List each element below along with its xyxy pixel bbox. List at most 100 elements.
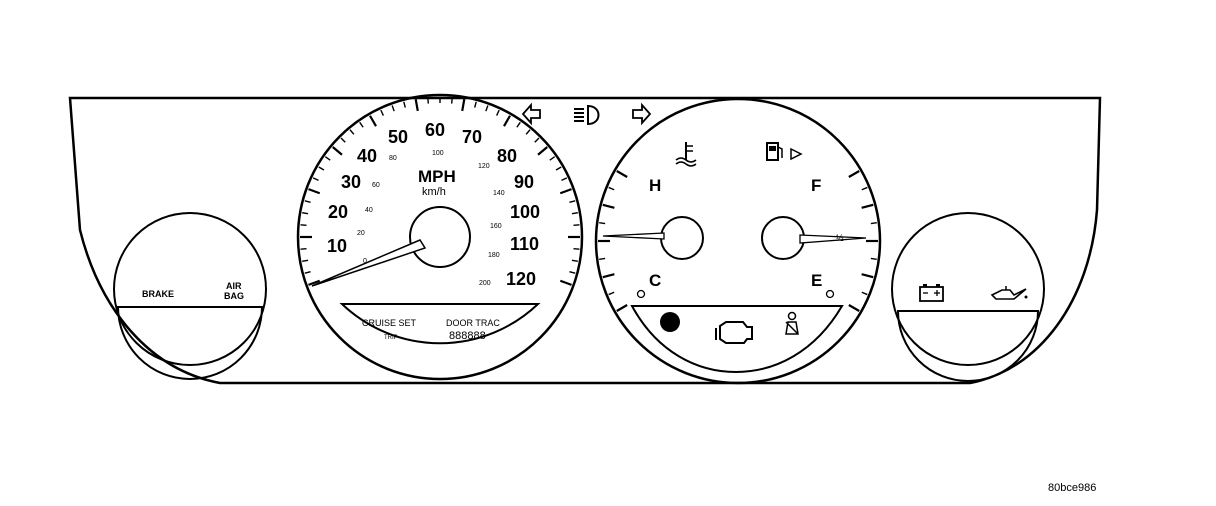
fuel-tick <box>861 273 874 279</box>
fuel-pump-icon <box>766 142 803 161</box>
warning-lamp-dot <box>660 312 680 332</box>
speedometer-tick <box>308 279 321 286</box>
temp-cold-label: C <box>649 271 661 290</box>
kmh-label-40: 40 <box>365 207 373 214</box>
speedometer-tick <box>312 177 319 182</box>
kmh-label-100: 100 <box>432 150 444 157</box>
cluster-housing <box>68 96 1102 385</box>
battery-icon <box>919 284 944 302</box>
kmh-label-180: 180 <box>488 252 500 259</box>
speedometer-tick <box>304 271 311 274</box>
speedometer-tick <box>304 200 311 203</box>
speedometer-tick <box>569 200 576 203</box>
speedometer-tick <box>380 109 385 116</box>
speedometer-tick <box>391 105 395 112</box>
speedometer-tick <box>318 166 325 171</box>
mph-label-20: 20 <box>328 202 348 222</box>
seatbelt-icon <box>785 311 799 335</box>
speedometer-tick <box>559 279 572 286</box>
fuel-tick <box>870 257 877 260</box>
brake-label: BRAKE <box>142 289 174 299</box>
unit-mph: MPH <box>418 167 456 186</box>
speedometer-tick <box>403 101 406 108</box>
speedometer-tick <box>537 146 548 156</box>
fuel-needle <box>799 234 867 244</box>
speedometer-tick <box>573 224 580 227</box>
speedometer-tick <box>485 105 489 112</box>
kmh-label-80: 80 <box>389 155 397 162</box>
fuel-low-dot <box>825 289 835 299</box>
check-engine-icon <box>715 321 753 344</box>
speedometer-ticks <box>300 97 580 286</box>
cruise-set-label: CRUISE SET <box>362 318 417 328</box>
temp-tick <box>616 170 628 178</box>
speedometer-tick <box>300 247 307 250</box>
speedometer-tick <box>427 97 430 104</box>
mph-label-50: 50 <box>388 127 408 147</box>
fuel-tick <box>861 186 868 191</box>
speedometer: MPH km/h 10 20 30 40 50 60 70 80 90 100 … <box>296 93 584 381</box>
left-warning-pod: BRAKE AIR BAG <box>113 212 267 380</box>
fuel-empty-label: E <box>811 271 822 290</box>
speedometer-tick <box>534 137 540 143</box>
mph-label-110: 110 <box>510 234 539 254</box>
trip-label: TRIP <box>384 335 398 341</box>
temp-needle <box>602 232 665 240</box>
speedometer-tick <box>474 101 477 108</box>
speedometer-tick <box>340 137 346 143</box>
oil-can-icon <box>990 286 1028 300</box>
speedometer-tick <box>414 98 419 112</box>
mph-label-70: 70 <box>462 127 482 147</box>
speedometer-tick <box>569 271 576 274</box>
temp-low-dot <box>636 289 646 299</box>
high-beam-icon <box>574 104 600 126</box>
coolant-temp-icon <box>675 142 697 167</box>
speedometer-tick <box>525 129 531 135</box>
speedometer-needle <box>311 239 427 287</box>
fuel-tick <box>848 304 860 312</box>
odometer-digits: 888888 <box>449 330 486 342</box>
speedometer-tick <box>324 156 331 161</box>
kmh-label-20: 20 <box>357 230 365 237</box>
right-arrow-icon <box>632 102 652 126</box>
temp-tick <box>599 257 606 260</box>
door-trac-label: DOOR TRAC <box>446 318 500 328</box>
kmh-label-60: 60 <box>372 182 380 189</box>
temp-tick <box>616 304 628 312</box>
speedometer-tick <box>369 115 377 127</box>
speedometer-tick <box>573 247 580 250</box>
speedometer-tick <box>332 146 343 156</box>
speedometer-tick <box>461 98 466 112</box>
kmh-label-0: 0 <box>363 258 367 265</box>
speedometer-tick <box>555 166 562 171</box>
speedometer-tick <box>559 188 572 195</box>
mph-label-40: 40 <box>357 146 377 166</box>
temp-tick <box>608 186 615 191</box>
kmh-label-140: 140 <box>493 190 505 197</box>
unit-kmh: km/h <box>422 186 446 198</box>
mph-label-120: 120 <box>506 269 536 289</box>
speedometer-tick <box>516 121 521 128</box>
airbag-label-line2: BAG <box>224 291 244 301</box>
speedometer-tick <box>450 97 453 104</box>
speedometer-tick <box>495 109 500 116</box>
speedometer-tick <box>300 224 307 227</box>
airbag-label-line1: AIR <box>226 281 242 291</box>
mph-label-100: 100 <box>510 202 540 222</box>
fuel-tick <box>870 222 877 225</box>
speedometer-tick <box>359 121 364 128</box>
mph-label-80: 80 <box>497 146 517 166</box>
speedometer-tick <box>571 259 578 263</box>
speedometer-tick <box>308 188 321 195</box>
warning-lamp-window <box>630 305 844 374</box>
fuel-half-label: ½ <box>836 233 844 243</box>
fuel-tick <box>861 291 868 296</box>
temp-tick <box>602 203 615 209</box>
figure-id: 80bce986 <box>1048 482 1097 494</box>
fuel-tick <box>861 203 874 209</box>
fuel-full-label: F <box>811 176 821 195</box>
temp-tick <box>602 273 615 279</box>
mph-label-90: 90 <box>514 172 534 192</box>
left-arrow-icon <box>521 102 541 126</box>
